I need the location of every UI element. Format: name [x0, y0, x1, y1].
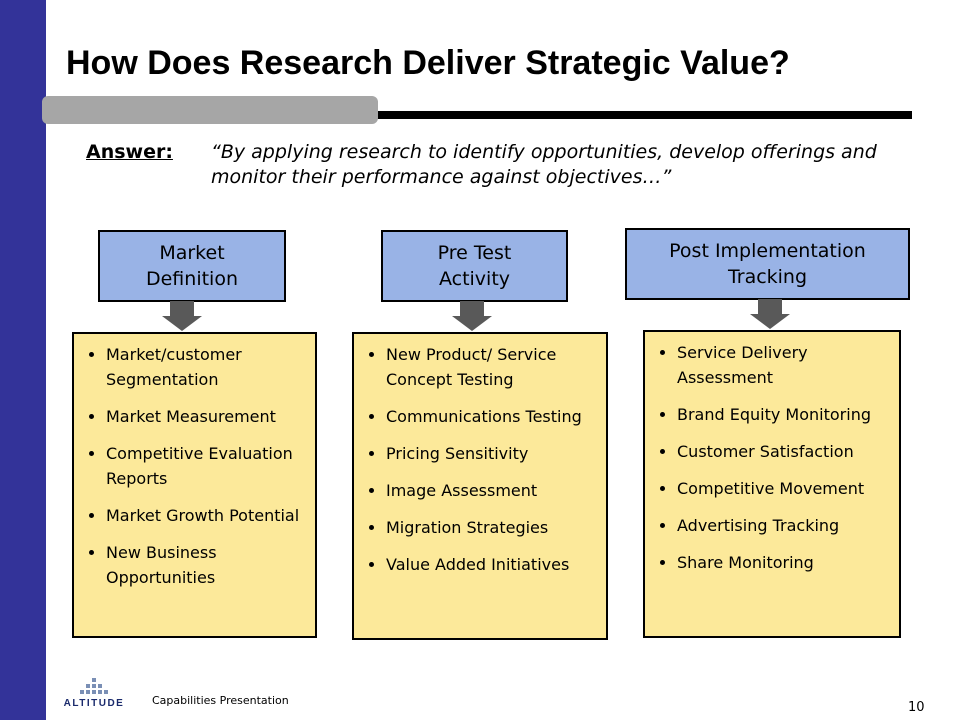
list-item: Brand Equity Monitoring	[677, 402, 893, 427]
down-arrow-icon	[162, 301, 202, 331]
header-market-definition: Market Definition	[98, 230, 286, 302]
list-item: Service Delivery Assessment	[677, 340, 893, 390]
slide-title: How Does Research Deliver Strategic Valu…	[66, 44, 790, 82]
list-pre-test-activity: New Product/ Service Concept Testing Com…	[352, 332, 608, 640]
header-post-implementation-tracking: Post Implementation Tracking	[625, 228, 910, 300]
list-item: New Business Opportunities	[106, 540, 309, 590]
page-number: 10	[908, 700, 925, 715]
down-arrow-icon	[750, 299, 790, 329]
footer-presentation-name: Capabilities Presentation	[152, 694, 289, 707]
list-item: Market Measurement	[106, 404, 309, 429]
answer-text: “By applying research to identify opport…	[211, 141, 877, 188]
list-item: Image Assessment	[386, 478, 600, 503]
list-item: Market Growth Potential	[106, 503, 309, 528]
logo-wordmark: ALTITUDE	[64, 698, 125, 709]
altitude-logo-icon: ALTITUDE	[64, 678, 125, 709]
list-item: Customer Satisfaction	[677, 439, 893, 464]
list-item: Market/customer Segmentation	[106, 342, 309, 392]
header-pre-test-activity: Pre Test Activity	[381, 230, 568, 302]
list-item: Share Monitoring	[677, 550, 893, 575]
sidebar-band	[0, 0, 46, 720]
list-item: Value Added Initiatives	[386, 552, 600, 577]
list-item: Pricing Sensitivity	[386, 441, 600, 466]
title-rule-accent	[42, 96, 378, 124]
answer-label: Answer:	[86, 141, 173, 163]
list-item: Communications Testing	[386, 404, 600, 429]
list-item: Competitive Evaluation Reports	[106, 441, 309, 491]
list-item: Migration Strategies	[386, 515, 600, 540]
list-item: Advertising Tracking	[677, 513, 893, 538]
list-post-implementation-tracking: Service Delivery Assessment Brand Equity…	[643, 330, 901, 638]
list-item: Competitive Movement	[677, 476, 893, 501]
list-market-definition: Market/customer Segmentation Market Meas…	[72, 332, 317, 638]
title-rule-line	[360, 111, 912, 119]
down-arrow-icon	[452, 301, 492, 331]
list-item: New Product/ Service Concept Testing	[386, 342, 600, 392]
